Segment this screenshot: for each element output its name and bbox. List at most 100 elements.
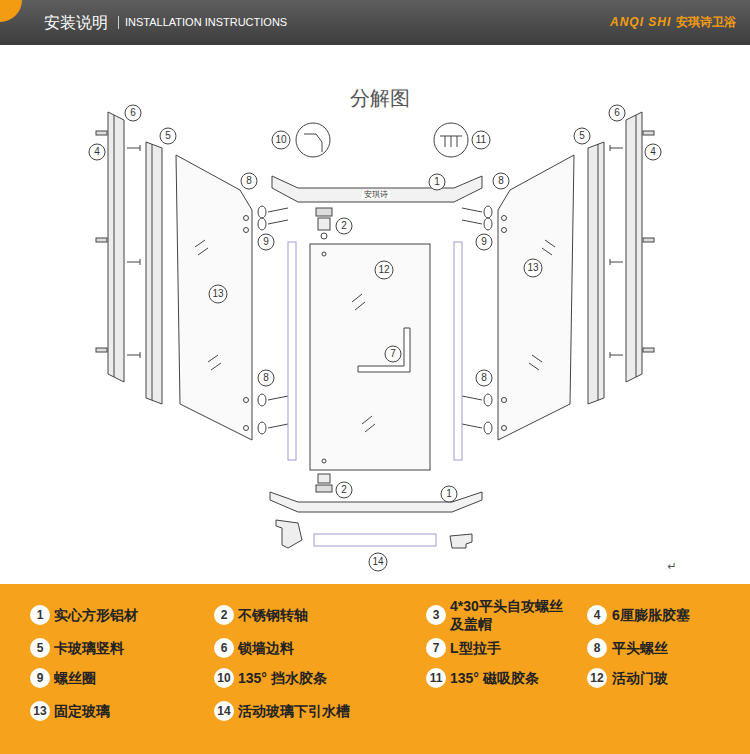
hinge [316, 485, 332, 492]
part-number: 13 [30, 701, 50, 721]
callout-circle [336, 482, 352, 498]
drain-channel [314, 534, 436, 546]
hinge-pin [321, 233, 327, 239]
return-mark: ↵ [667, 561, 676, 572]
channel-end [276, 520, 302, 548]
callout-number: 1 [434, 177, 440, 187]
detail-circle [296, 123, 330, 157]
hinge [318, 474, 330, 483]
callout-number: 4 [94, 147, 100, 157]
callout-number: 1 [446, 489, 452, 499]
part-number: 12 [587, 668, 607, 688]
seal-profile [304, 134, 322, 152]
callout-circle [336, 218, 352, 234]
part-number: 10 [214, 668, 234, 688]
callout-number: 6 [130, 108, 136, 118]
magnet-profile [440, 136, 462, 147]
left-assembly [96, 112, 288, 440]
hinge [316, 208, 332, 216]
header-title: 安装说明 [44, 13, 108, 32]
callout-number: 4 [650, 147, 656, 157]
callout-number: 8 [481, 373, 487, 383]
callout-number: 7 [390, 349, 396, 359]
callout-circle [125, 105, 141, 121]
callout-circle [574, 128, 590, 144]
part-number: 6 [214, 638, 234, 658]
callout-circle [645, 144, 661, 160]
part-number: 5 [30, 638, 50, 658]
part-name: 135° 挡水胶条 [238, 669, 327, 687]
callout-circle [258, 234, 274, 250]
part-number: 7 [426, 638, 446, 658]
callout-circle [385, 346, 401, 362]
part-name: 活动门玻 [612, 669, 668, 687]
hinge [318, 218, 330, 230]
callout-number: 8 [498, 176, 504, 186]
glass-hole [322, 459, 326, 463]
callout-circle [160, 128, 176, 144]
callout-circle [493, 173, 509, 189]
part-name: 135° 磁吸胶条 [450, 669, 539, 687]
part-name: 平头螺丝 [612, 639, 668, 657]
callout-circle [209, 285, 227, 303]
brand-name: 安琪诗卫浴 [676, 15, 736, 29]
callout-number: 8 [246, 176, 252, 186]
part-number: 3 [426, 605, 446, 625]
part-name: 6厘膨胀胶塞 [612, 606, 690, 624]
part-name: 固定玻璃 [54, 702, 110, 720]
callout-circle [89, 144, 105, 160]
callout-circle [241, 173, 257, 189]
callout-number: 5 [165, 131, 171, 141]
part-name: 实心方形铝材 [54, 606, 138, 624]
detail-circle [434, 123, 468, 157]
rail-brand-text: 安琪诗 [362, 191, 390, 199]
brand-logo: ANQI SHI [610, 15, 671, 29]
callout-number: 5 [579, 131, 585, 141]
callout-circle [272, 131, 290, 149]
seal-strip [454, 242, 462, 460]
callout-number: 9 [481, 237, 487, 247]
callout-circle [476, 370, 492, 386]
part-number: 8 [587, 638, 607, 658]
glass-hole [322, 252, 326, 256]
callout-circle [258, 370, 274, 386]
part-name: 不锈钢转轴 [238, 606, 308, 624]
door-assembly [270, 123, 482, 548]
seal-strip [288, 242, 296, 460]
header-band: 安装说明 INSTALLATION INSTRUCTIONS ANQI SHI 安琪诗… [0, 0, 750, 45]
part-number: 11 [426, 668, 446, 688]
callout-number: 10 [275, 135, 286, 145]
callout-circle [472, 131, 490, 149]
callout-number: 13 [527, 263, 538, 273]
part-name: 锁墙边料 [238, 639, 294, 657]
l-handle [358, 328, 410, 372]
diagram-title: 分解图 [350, 86, 410, 110]
part-number: 1 [30, 605, 50, 625]
callout-circle [369, 553, 387, 571]
callout-circle [476, 234, 492, 250]
channel-end [450, 534, 472, 548]
callout-circles [89, 105, 661, 571]
glass-hatch [352, 294, 375, 432]
part-number: 2 [214, 605, 234, 625]
callout-number: 8 [263, 373, 269, 383]
part-name: 活动玻璃下引水槽 [238, 702, 350, 720]
callout-number: 13 [212, 289, 223, 299]
callout-number: 2 [341, 485, 347, 495]
door-glass [310, 244, 430, 470]
part-name: L型拉手 [450, 639, 501, 657]
top-rail [272, 176, 482, 202]
callout-number: 14 [372, 557, 383, 567]
part-name: 螺丝圈 [54, 669, 96, 687]
callout-number: 12 [378, 265, 389, 275]
part-number: 4 [587, 605, 607, 625]
part-number: 14 [214, 701, 234, 721]
part-number: 9 [30, 668, 50, 688]
header-subtitle: INSTALLATION INSTRUCTIONS [118, 16, 287, 29]
callout-number: 6 [614, 108, 620, 118]
callout-circle [429, 174, 445, 190]
right-assembly [462, 112, 654, 440]
callout-circle [609, 105, 625, 121]
parts-list-band: 1实心方形铝材2不锈钢转轴34*30平头自攻螺丝及盖帽46厘膨胀胶塞5卡玻璃竖料… [0, 584, 750, 754]
